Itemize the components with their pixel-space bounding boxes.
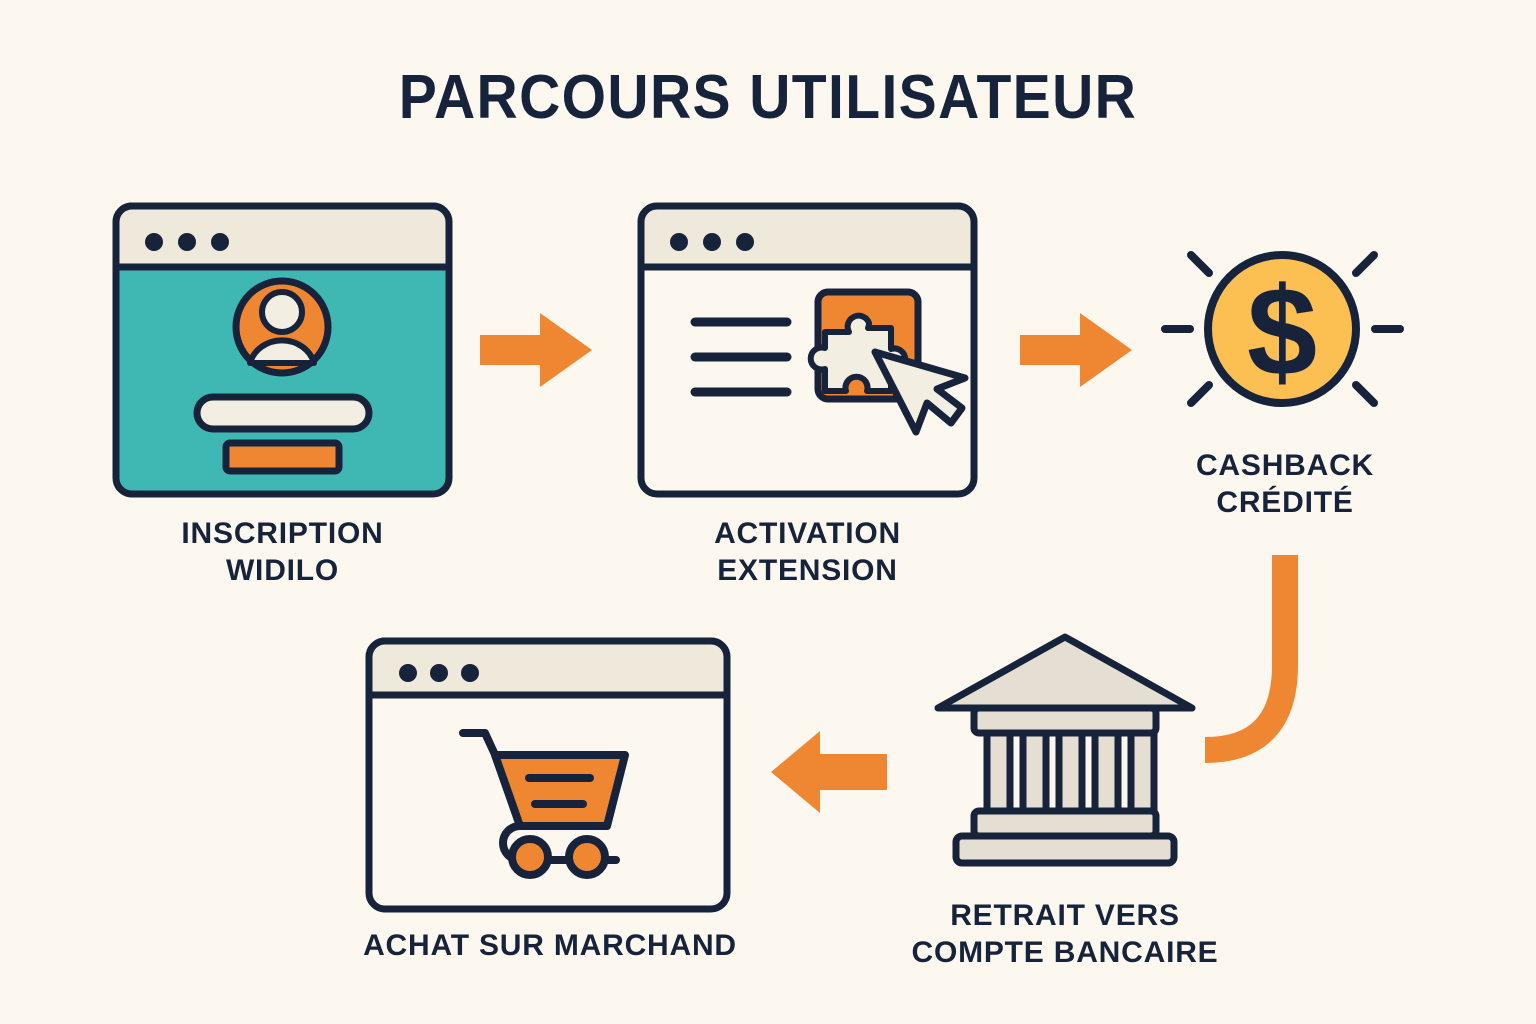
arrow-step4-to-step5: [765, 722, 895, 822]
curve-step3-to-step4: [1170, 545, 1370, 785]
column-1: [983, 729, 1014, 815]
window-dot-3: [736, 233, 754, 251]
window-dot-1: [670, 233, 688, 251]
cart-handle: [459, 729, 501, 763]
step-1-caption-line-2: WIDILO: [225, 553, 340, 587]
window-dot-1: [399, 664, 417, 682]
step-5-caption: ACHAT SUR MARCHAND: [290, 928, 810, 965]
arrow-step2-to-step3: [1020, 305, 1140, 395]
window-dot-3: [211, 233, 229, 251]
step-3-caption: CASHBACK CRÉDITÉ: [1135, 448, 1435, 521]
window-dot-2: [430, 664, 448, 682]
step-3-icon: $: [1150, 225, 1415, 435]
window-dot-3: [461, 664, 479, 682]
step-2-caption-line-1: ACTIVATION: [714, 517, 901, 550]
plinth: [970, 807, 1160, 840]
page-title: PARCOURS UTILISATEUR: [398, 63, 1138, 132]
dollar-sign: $: [1247, 261, 1317, 402]
step-5-caption-line-1: ACHAT SUR MARCHAND: [363, 929, 737, 962]
architrave: [970, 704, 1160, 737]
user-avatar-icon: [232, 277, 332, 377]
step-2-icon: [635, 200, 980, 500]
bank-building-icon: [934, 633, 1196, 867]
column-3: [1055, 729, 1086, 815]
step-2-caption-line-2: EXTENSION: [717, 553, 898, 587]
column-2: [1019, 729, 1050, 815]
step-1-caption-line-1: INSCRIPTION: [181, 517, 384, 550]
window-dot-1: [145, 233, 163, 251]
arrow-step1-to-step2: [480, 305, 600, 395]
step-4-caption: RETRAIT VERS COMPTE BANCAIRE: [865, 898, 1265, 971]
column-4: [1091, 729, 1122, 815]
window-dot-2: [703, 233, 721, 251]
coin-circle: [1204, 251, 1360, 407]
browser-extension-window-icon: [637, 202, 978, 498]
browser-shopping-cart-window-icon: [365, 637, 731, 913]
step-4-icon: [930, 625, 1200, 880]
step-3-caption-line-2: CRÉDITÉ: [1216, 485, 1354, 519]
step-1-icon: [110, 200, 455, 500]
pediment: [934, 633, 1196, 712]
cart-basket: [491, 751, 629, 830]
submit-button: [222, 439, 343, 475]
cart-wheel-1: [508, 835, 552, 879]
cart-wheel-2: [565, 835, 609, 879]
input-field: [193, 393, 373, 433]
step-2-caption: ACTIVATION EXTENSION: [630, 516, 985, 589]
column-5: [1127, 729, 1158, 815]
window-dot-2: [178, 233, 196, 251]
step-4-caption-line-2: COMPTE BANCAIRE: [911, 935, 1219, 969]
cursor-arrow-icon: [871, 348, 969, 436]
shine-rays: [1161, 251, 1404, 407]
step-5-icon: [363, 635, 733, 915]
step-1-caption: INSCRIPTION WIDILO: [105, 516, 460, 589]
browser-signup-window-icon: [112, 202, 453, 498]
base: [952, 832, 1178, 867]
dollar-coin-icon: $: [1161, 251, 1404, 407]
step-4-caption-line-1: RETRAIT VERS: [950, 899, 1180, 932]
step-3-caption-line-1: CASHBACK: [1195, 449, 1375, 482]
